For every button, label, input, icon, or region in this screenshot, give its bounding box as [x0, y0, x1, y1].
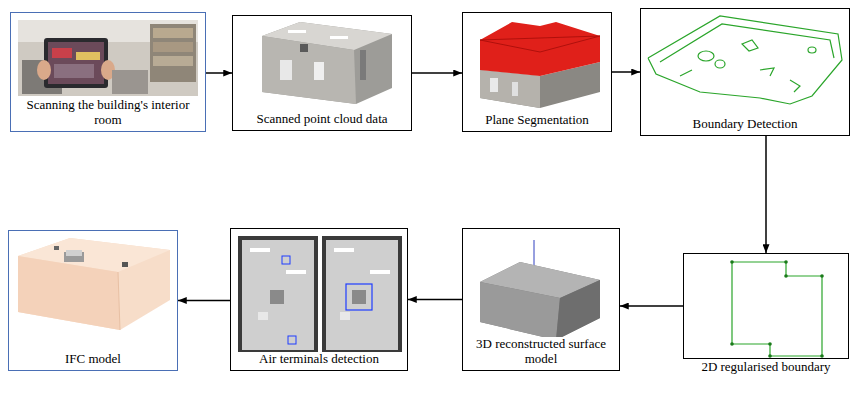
flow-arrow [408, 299, 462, 301]
process-box: Boundary Detection [640, 8, 850, 136]
point-cloud-model [262, 22, 392, 104]
process-box: 3D reconstructed surface model [462, 228, 620, 371]
step-caption: 3D reconstructed surface model [466, 337, 616, 367]
step-caption: Air terminals detection [234, 352, 404, 367]
flow-arrow [178, 300, 230, 302]
process-box: Scanning the building's interior room [10, 12, 206, 132]
segmented-model [480, 22, 600, 108]
step-caption: Boundary Detection [644, 117, 846, 132]
process-box: 2D regularised boundary [683, 253, 849, 359]
step-caption: Scanned point cloud data [236, 112, 408, 127]
step-caption: Plane Segmentation [466, 113, 608, 128]
surface-model [480, 240, 600, 340]
process-box: Scanned point cloud data [232, 15, 412, 131]
flow-arrow [412, 72, 462, 74]
flow-arrow [206, 72, 232, 74]
regularised-boundary [730, 260, 824, 358]
process-box: IFC model [8, 230, 178, 371]
step-caption: IFC model [12, 352, 174, 367]
process-box: Air terminals detection [230, 228, 408, 371]
step-caption: 2D regularised boundary [687, 360, 845, 375]
boundary-outline [648, 16, 842, 104]
flow-arrow [765, 136, 767, 253]
flow-arrow [612, 71, 640, 73]
scanning-photo [18, 20, 198, 96]
detection-images [238, 236, 402, 354]
process-box: Plane Segmentation [462, 12, 612, 132]
flow-arrow [620, 305, 683, 307]
ifc-model [18, 238, 170, 330]
step-caption: Scanning the building's interior room [14, 98, 202, 128]
